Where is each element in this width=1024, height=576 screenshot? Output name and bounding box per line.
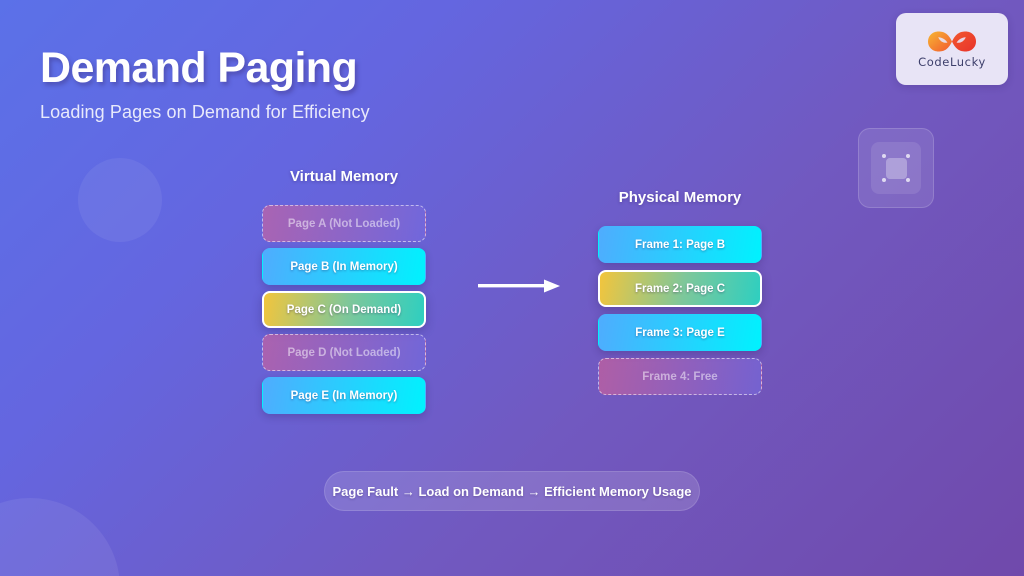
- infinity-icon: [928, 31, 976, 52]
- decorative-circle-mid: [78, 158, 162, 242]
- page-block-c[interactable]: Page C (On Demand): [262, 291, 426, 328]
- chip-icon: [858, 128, 934, 208]
- page-subtitle: Loading Pages on Demand for Efficiency: [40, 102, 370, 122]
- page-block-b[interactable]: Page B (In Memory): [262, 248, 426, 285]
- chip-dot-bottom-left: [882, 178, 886, 182]
- physical-memory-column: Physical Memory Frame 1: Page B Frame 2:…: [598, 189, 762, 401]
- frame-block-3[interactable]: Frame 3: Page E: [598, 314, 762, 351]
- frame-block-1[interactable]: Frame 1: Page B: [598, 226, 762, 263]
- physical-memory-title: Physical Memory: [618, 189, 742, 206]
- brand-logo[interactable]: CodeLucky: [896, 13, 1008, 85]
- frame-block-2[interactable]: Frame 2: Page C: [598, 270, 762, 307]
- virtual-memory-column: Virtual Memory Page A (Not Loaded) Page …: [262, 168, 426, 420]
- chip-dot-bottom-right: [906, 178, 910, 182]
- page-block-a[interactable]: Page A (Not Loaded): [262, 205, 426, 242]
- chip-dot-top-right: [906, 154, 910, 158]
- chip-dot-top-left: [882, 154, 886, 158]
- chip-ring: [871, 142, 921, 194]
- brand-name: CodeLucky: [918, 55, 986, 69]
- frame-block-4[interactable]: Frame 4: Free: [598, 358, 762, 395]
- page-block-d[interactable]: Page D (Not Loaded): [262, 334, 426, 371]
- summary-banner: Page Fault → Load on Demand → Efficient …: [324, 471, 700, 511]
- arrow-right-icon: [478, 279, 560, 293]
- virtual-memory-title: Virtual Memory: [289, 168, 399, 185]
- decorative-circle-bottom: [0, 498, 120, 576]
- page-block-e[interactable]: Page E (In Memory): [262, 377, 426, 414]
- page-title: Demand Paging: [40, 44, 358, 92]
- chip-core: [886, 158, 907, 179]
